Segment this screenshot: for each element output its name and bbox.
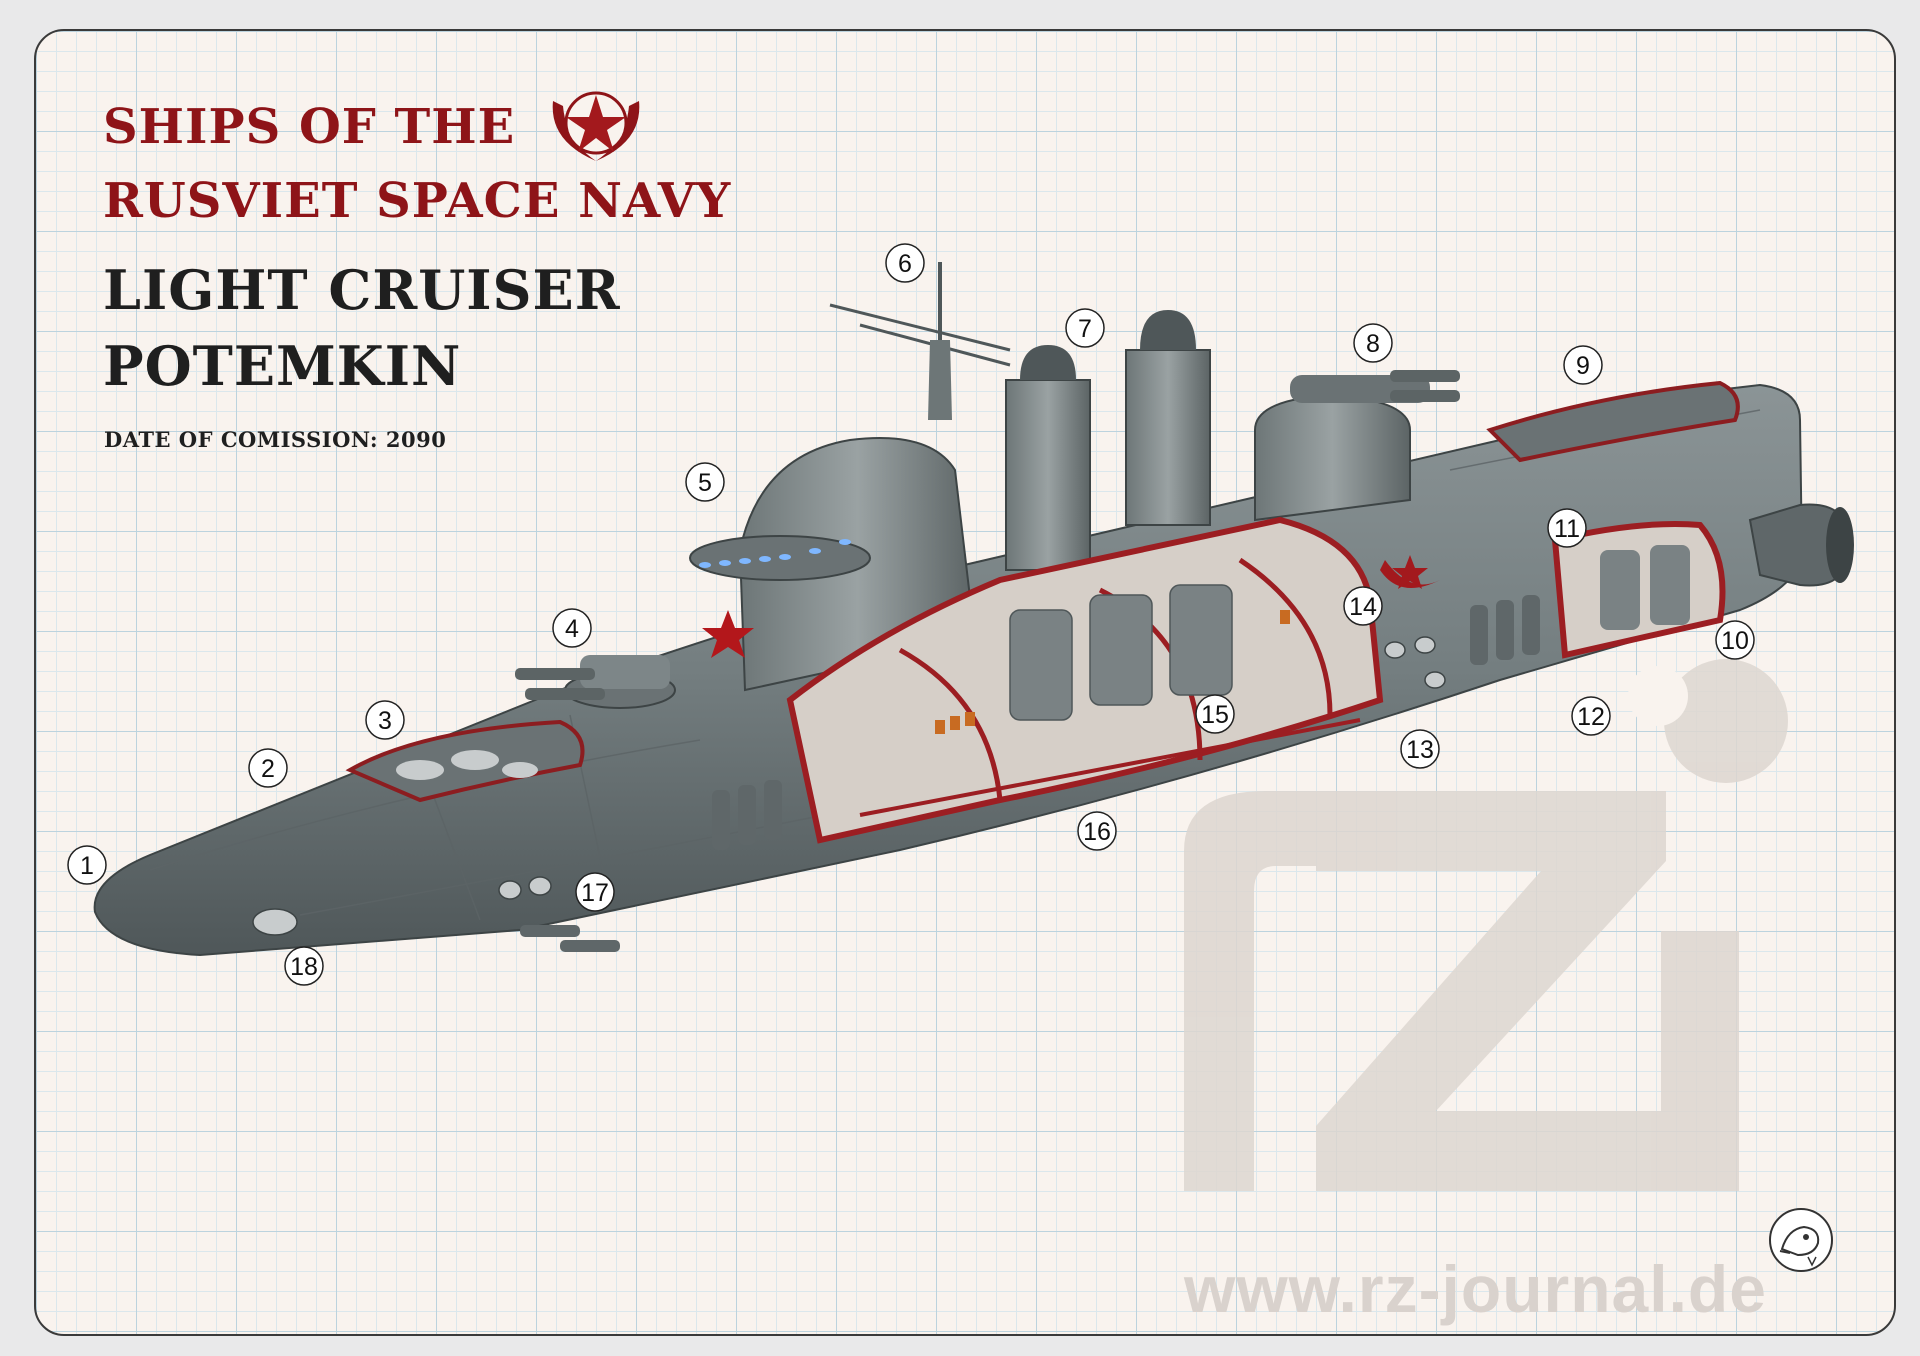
red-star-icon (702, 610, 754, 658)
callout-circle-13 (1400, 729, 1440, 769)
callout-number-3: 3 (378, 707, 392, 735)
callout-circle-2 (248, 748, 288, 788)
engine-room-cutaway (1551, 521, 1726, 659)
callout-circle-3 (365, 700, 405, 740)
callout-number-13: 13 (1406, 736, 1434, 764)
mast-base (928, 340, 952, 420)
funnel-fore (1005, 345, 1091, 571)
callout-circle-17 (575, 872, 615, 912)
rz-watermark-logo (1184, 659, 1788, 1191)
callout-number-12: 12 (1577, 703, 1605, 731)
callout-number-9: 9 (1576, 352, 1590, 380)
antenna-mast (829, 262, 1011, 420)
bridge-windows (699, 539, 851, 568)
callout-circle-15 (1195, 694, 1235, 734)
callout-number-1: 1 (80, 852, 94, 880)
red-star-wreath-icon (552, 91, 640, 161)
gun-clusters (520, 595, 1540, 952)
watermark-url: www.rz-journal.de (1184, 1252, 1767, 1326)
cutaway-section (786, 516, 1384, 844)
callout-number-18: 18 (290, 953, 318, 981)
engine-nozzle (1748, 503, 1854, 587)
series-title-line2: RUSVIET SPACE NAVY (103, 173, 732, 229)
hull-portholes (252, 636, 1446, 936)
forward-turret (515, 655, 676, 709)
callout-number-2: 2 (261, 755, 275, 783)
callout-circle-9 (1563, 345, 1603, 385)
callout-circle-1 (67, 845, 107, 885)
callout-number-14: 14 (1349, 593, 1377, 621)
callout-number-15: 15 (1201, 701, 1229, 729)
callout-number-4: 4 (565, 615, 579, 643)
callout-circle-10 (1715, 620, 1755, 660)
callout-number-8: 8 (1366, 330, 1380, 358)
callout-number-16: 16 (1083, 818, 1111, 846)
callout-circle-7 (1065, 308, 1105, 348)
callout-circle-18 (284, 946, 324, 986)
callout-circle-6 (885, 243, 925, 283)
callout-circle-14 (1343, 586, 1383, 626)
aft-turret (1254, 370, 1460, 522)
ship-class-title: LIGHT CRUISER (103, 258, 621, 322)
series-title-line1: SHIPS OF THE (103, 99, 516, 155)
aft-hatch (1486, 380, 1740, 463)
callout-circle-16 (1077, 811, 1117, 851)
ship-name-title: POTEMKIN (103, 334, 462, 398)
callout-number-11: 11 (1554, 515, 1580, 543)
funnel-aft (1125, 310, 1211, 526)
callout-number-6: 6 (898, 250, 912, 278)
callout-circle-5 (685, 462, 725, 502)
callout-number-10: 10 (1721, 627, 1749, 655)
callout-circle-12 (1571, 696, 1611, 736)
commission-date: DATE OF COMISSION: 2090 (104, 427, 447, 452)
callout-circle-8 (1353, 323, 1393, 363)
star-crescent-icon (1380, 555, 1440, 589)
callout-number-7: 7 (1078, 315, 1092, 343)
mascot-signature-icon (1769, 1208, 1833, 1272)
hatch-details (396, 750, 538, 780)
callout-circle-11 (1547, 508, 1587, 548)
callout-circle-4 (552, 608, 592, 648)
callout-number-5: 5 (698, 469, 712, 497)
callout-number-17: 17 (581, 879, 609, 907)
